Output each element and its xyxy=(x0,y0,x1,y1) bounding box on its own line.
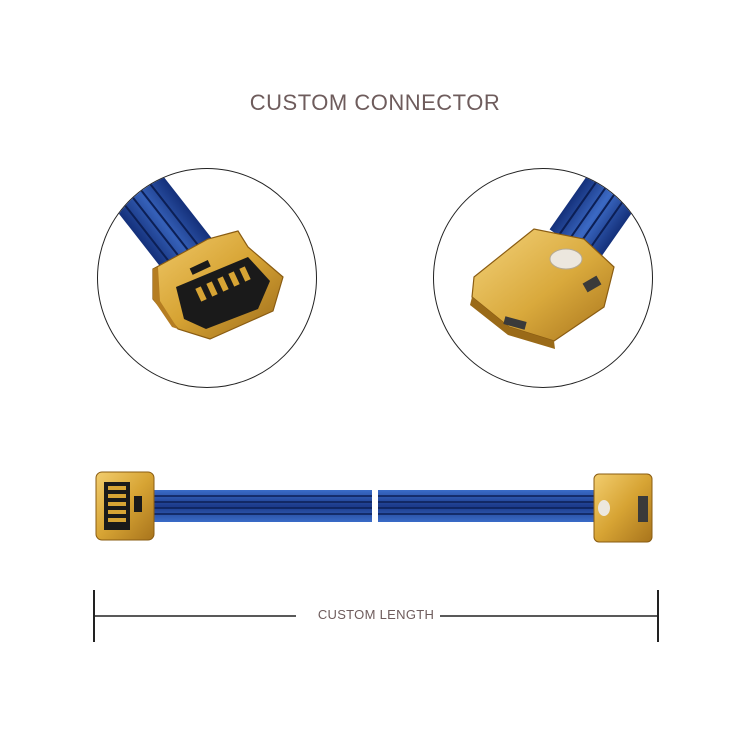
product-title: CUSTOM CONNECTOR xyxy=(249,90,501,115)
dimension-label: CUSTOM LENGTH xyxy=(317,607,435,622)
right-connector xyxy=(593,473,653,543)
ribbon-cable-left xyxy=(150,490,372,522)
left-connector xyxy=(95,471,155,541)
ribbon-cable-right xyxy=(378,490,598,522)
gold-shell xyxy=(470,228,615,349)
connector-front-detail xyxy=(97,168,317,388)
gold-shell xyxy=(152,230,284,340)
connector-back-detail xyxy=(433,168,653,388)
cable-assembly xyxy=(90,462,660,552)
length-dimension: CUSTOM LENGTH xyxy=(88,586,664,646)
